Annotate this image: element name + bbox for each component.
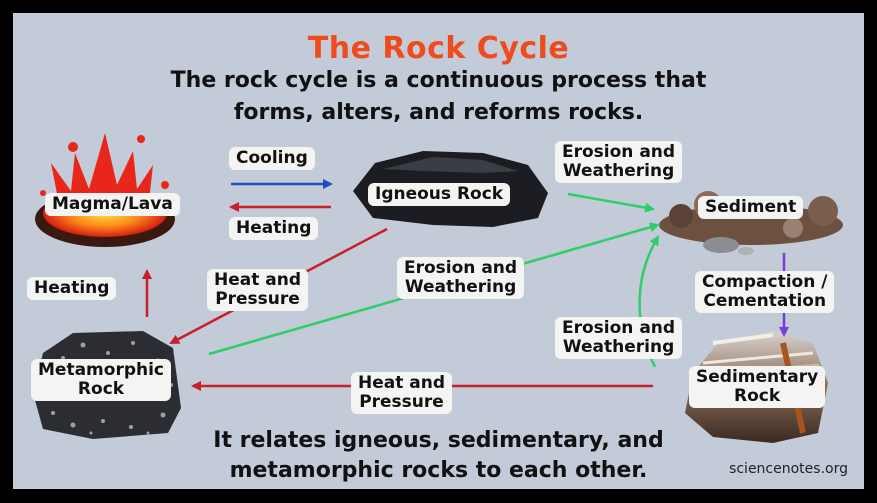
- node-metamorphic-line-2: Rock: [77, 379, 125, 399]
- process-heat-pressure-bottom: Heat and Pressure: [351, 372, 453, 414]
- node-igneous-rock: Igneous Rock: [368, 183, 511, 206]
- subtitle-line-2: forms, alters, and reforms rocks.: [233, 100, 644, 125]
- subtitle-line-1: The rock cycle is a continuous process t…: [170, 68, 707, 93]
- process-erosion-middle: Erosion and Weathering: [397, 257, 525, 299]
- footer-line-2: metamorphic rocks to each other.: [229, 458, 648, 483]
- arrow-erosion-top: [567, 192, 655, 213]
- node-magma-lava: Magma/Lava: [45, 193, 180, 216]
- compaction-line-1: Compaction /: [702, 272, 828, 292]
- process-cooling: Cooling: [229, 147, 315, 170]
- compaction-line-2: Cementation: [703, 291, 827, 311]
- source-credit: sciencenotes.org: [729, 461, 848, 477]
- erosion-top-line-2: Weathering: [562, 161, 675, 181]
- node-sediment: Sediment: [698, 196, 804, 219]
- erosion-top-line-1: Erosion and: [562, 142, 676, 162]
- process-heating-left: Heating: [27, 277, 117, 300]
- heat-pressure-diag-line-1: Heat and: [214, 270, 302, 290]
- node-sedimentary-line-2: Rock: [734, 386, 781, 406]
- erosion-middle-line-1: Erosion and: [404, 258, 518, 278]
- node-sedimentary-line-1: Sedimentary: [696, 367, 819, 387]
- rock-cycle-diagram: The Rock Cycle The rock cycle is a conti…: [10, 10, 867, 492]
- heat-pressure-bottom-line-1: Heat and: [358, 373, 446, 393]
- magma-lava-image: [35, 133, 175, 247]
- process-erosion-top: Erosion and Weathering: [555, 141, 683, 183]
- process-erosion-right: Erosion and Weathering: [555, 317, 683, 359]
- heat-pressure-bottom-line-2: Pressure: [359, 392, 444, 412]
- footer-line-1: It relates igneous, sedimentary, and: [213, 428, 664, 453]
- process-heating-top: Heating: [229, 217, 319, 240]
- node-metamorphic-rock: Metamorphic Rock: [31, 359, 171, 401]
- node-sedimentary-rock: Sedimentary Rock: [689, 366, 826, 408]
- process-heat-pressure-diag: Heat and Pressure: [207, 269, 309, 311]
- erosion-right-line-1: Erosion and: [562, 318, 676, 338]
- node-metamorphic-line-1: Metamorphic: [38, 360, 164, 380]
- diagram-title: The Rock Cycle: [307, 31, 570, 66]
- process-compaction-cementation: Compaction / Cementation: [695, 271, 835, 313]
- erosion-right-line-2: Weathering: [562, 337, 675, 357]
- erosion-middle-line-2: Weathering: [404, 277, 517, 297]
- heat-pressure-diag-line-2: Pressure: [215, 289, 300, 309]
